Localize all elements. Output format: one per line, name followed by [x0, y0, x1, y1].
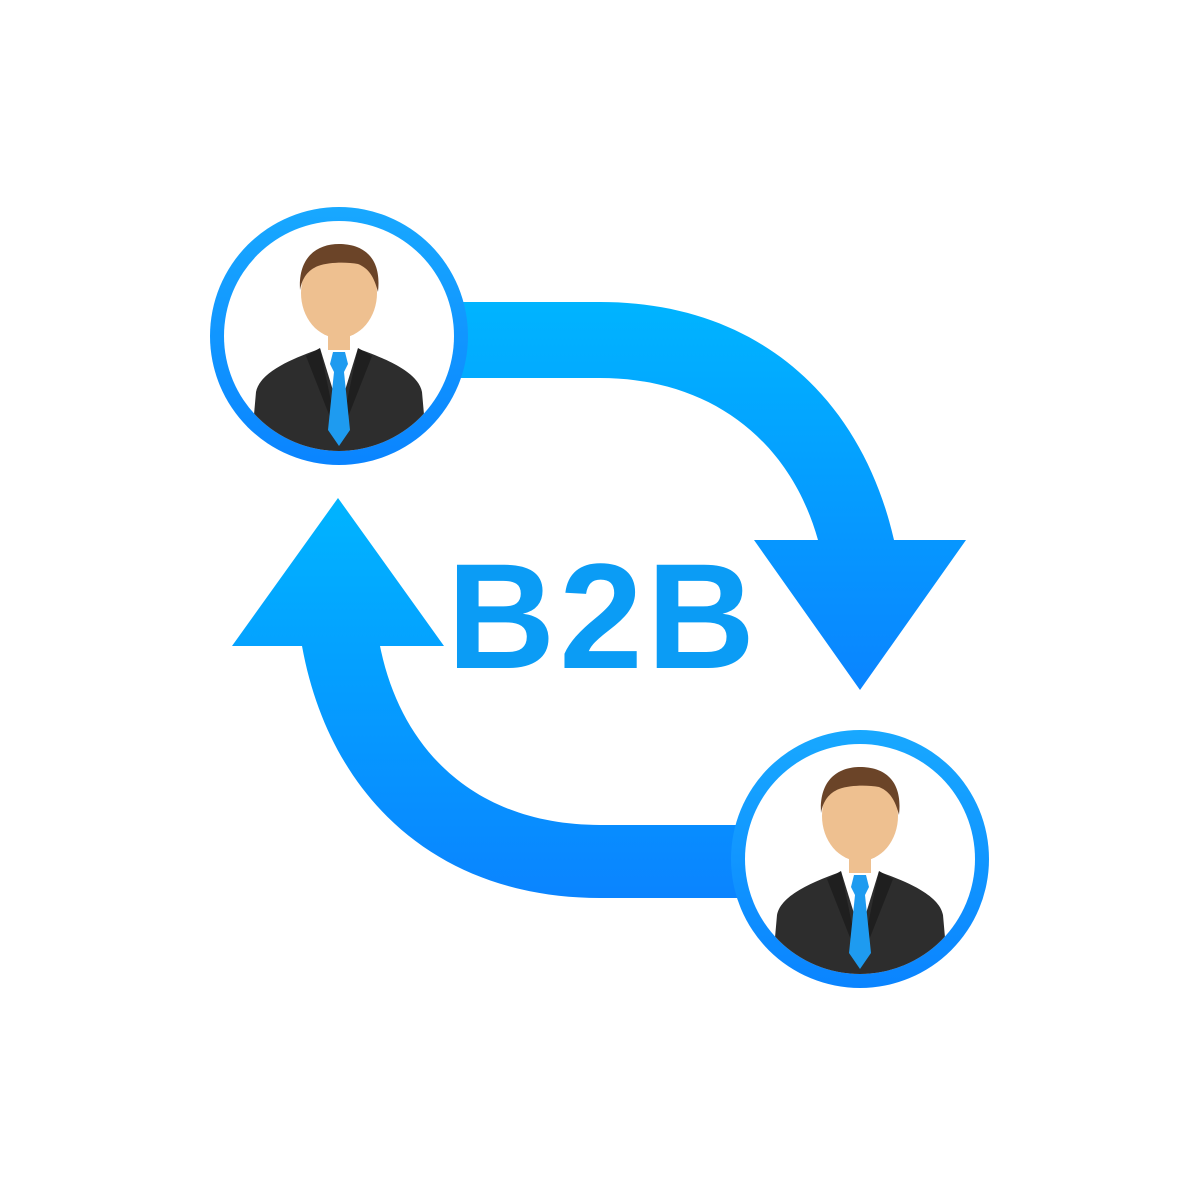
arrow-bottom-left: [232, 498, 800, 898]
center-label: B2B: [447, 532, 759, 700]
businessman-icon: [250, 244, 428, 451]
businessman-icon: [771, 767, 949, 974]
business-person-top: [210, 207, 468, 465]
arrow-top-right: [400, 302, 966, 690]
business-person-bottom: [731, 730, 989, 988]
